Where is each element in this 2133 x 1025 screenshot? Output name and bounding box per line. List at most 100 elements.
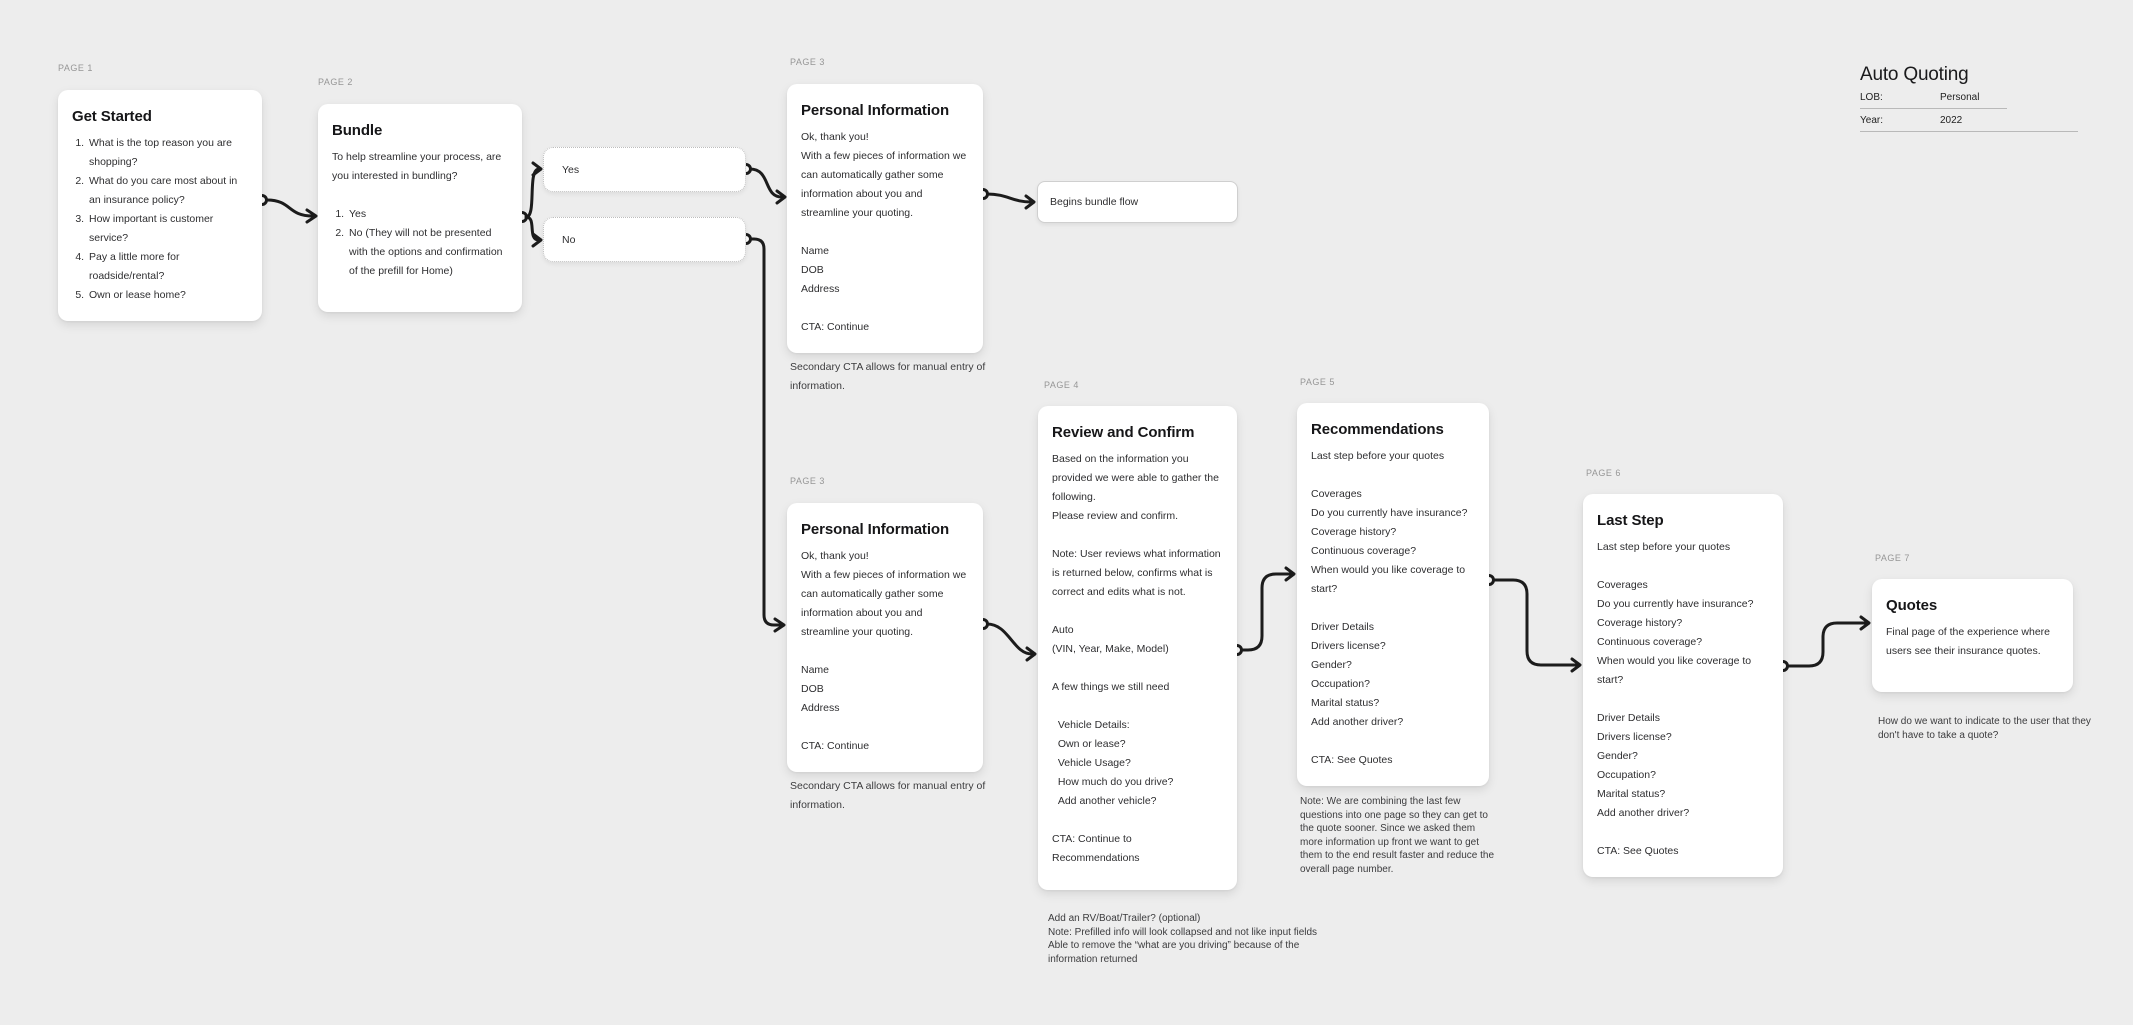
text-line: Add another driver?	[1597, 807, 1690, 819]
card-body: Based on the information you provided we…	[1052, 450, 1223, 868]
page-label-2: PAGE 2	[318, 77, 353, 87]
text-line: DOB	[801, 264, 824, 276]
year-value: 2022	[1940, 115, 1963, 126]
card-quotes[interactable]: Quotes Final page of the experience wher…	[1872, 579, 2073, 692]
connector-recommendations-to-last-step[interactable]	[1483, 574, 1582, 673]
text-line: Vehicle Details:	[1052, 719, 1130, 731]
card-recommendations[interactable]: Recommendations Last step before your qu…	[1297, 403, 1489, 786]
text-line: Note: Prefilled info will look collapsed…	[1048, 926, 1318, 938]
card-last-step[interactable]: Last Step Last step before your quotes C…	[1583, 494, 1783, 877]
connector-bundle-to-no[interactable]	[524, 215, 543, 248]
text-line: Add another driver?	[1311, 716, 1404, 728]
text-line: DOB	[801, 683, 824, 695]
text-line: With a few pieces of information we can …	[801, 150, 970, 219]
text-line: No (They will not be presented with the …	[347, 224, 508, 281]
text-line: Continuous coverage?	[1597, 636, 1703, 648]
card-review-and-confirm[interactable]: Review and Confirm Based on the informat…	[1038, 406, 1237, 890]
text-line: Own or lease?	[1052, 738, 1126, 750]
text-line: A few things we still need	[1052, 681, 1170, 693]
text-line: Vehicle Usage?	[1052, 757, 1131, 769]
card-personal-information-2[interactable]: Personal Information Ok, thank you!With …	[787, 503, 983, 772]
option-box-no[interactable]: No	[543, 217, 746, 262]
card-title: Bundle	[332, 122, 383, 139]
text-line: Address	[801, 283, 840, 295]
text-line	[1052, 659, 1223, 678]
text-line: Occupation?	[1597, 769, 1656, 781]
card-title: Last Step	[1597, 512, 1664, 529]
text-line: Last step before your quotes	[1597, 541, 1731, 553]
text-line	[801, 223, 969, 242]
text-line: Continuous coverage?	[1311, 545, 1417, 557]
text-line: Marital status?	[1311, 697, 1380, 709]
connector-no-to-personal-info-bottom[interactable]	[740, 233, 786, 633]
page-label-6: PAGE 6	[1586, 468, 1621, 478]
text-line	[1597, 557, 1769, 576]
text-line: Last step before your quotes	[1311, 450, 1445, 462]
page-label-1: PAGE 1	[58, 63, 93, 73]
text-line: What do you care most about in an insura…	[87, 172, 248, 210]
connector-review-to-recommendations[interactable]	[1231, 566, 1296, 656]
divider	[1860, 108, 2007, 109]
text-line: Do you currently have insurance?	[1597, 598, 1754, 610]
title-row-year: Year: 2022	[1860, 109, 2078, 131]
flow-box-begins-bundle[interactable]: Begins bundle flow	[1037, 181, 1238, 223]
page-label-3b: PAGE 3	[790, 476, 825, 486]
option-label: Yes	[562, 163, 580, 176]
text-line: How important is customer service?	[87, 210, 248, 248]
text-line: Do you currently have insurance?	[1311, 507, 1468, 519]
connector-get-started-to-bundle[interactable]	[256, 194, 318, 224]
title-block[interactable]: Auto Quoting LOB: Personal Year: 2022	[1860, 64, 2078, 132]
text-line: Drivers license?	[1597, 731, 1672, 743]
text-line: Based on the information you provided we…	[1052, 453, 1222, 503]
card-title: Personal Information	[801, 102, 950, 119]
card-bundle[interactable]: Bundle To help streamline your process, …	[318, 104, 522, 312]
option-label: No	[562, 233, 576, 246]
text-line: Yes	[347, 205, 508, 224]
card-personal-information[interactable]: Personal Information Ok, thank you!With …	[787, 84, 983, 353]
text-line	[801, 299, 969, 318]
text-line	[1597, 823, 1769, 842]
text-line: Name	[801, 664, 830, 676]
annotation-quotes-note: How do we want to indicate to the user t…	[1878, 716, 2091, 741]
diagram-title: Auto Quoting	[1860, 64, 1969, 85]
card-body: Ok, thank you!With a few pieces of infor…	[801, 128, 969, 337]
connector-personal-info-to-review[interactable]	[977, 618, 1037, 662]
text-line: Note: User reviews what information is r…	[1052, 548, 1224, 598]
text-line: When would you like coverage to start?	[1311, 564, 1469, 595]
text-line: Add an RV/Boat/Trailer? (optional)	[1048, 913, 1201, 924]
annotation-recommendations-note: Note: We are combining the last few ques…	[1300, 796, 1495, 875]
text-line: Pay a little more for roadside/rental?	[87, 248, 248, 286]
title-row-lob: LOB: Personal	[1860, 86, 2078, 108]
text-line: Able to remove the “what are you driving…	[1048, 940, 1303, 965]
lob-label: LOB:	[1860, 92, 1883, 103]
text-line: How much do you drive?	[1052, 776, 1174, 788]
text-line: Own or lease home?	[87, 286, 248, 305]
text-line: Coverages	[1597, 579, 1648, 591]
card-get-started[interactable]: Get Started What is the top reason you a…	[58, 90, 262, 321]
connector-last-step-to-quotes[interactable]	[1777, 615, 1871, 672]
option-box-yes[interactable]: Yes	[543, 147, 746, 192]
page-label-7: PAGE 7	[1875, 553, 1910, 563]
text-line: (VIN, Year, Make, Model)	[1052, 643, 1169, 655]
connector-yes-to-personal-info[interactable]	[740, 163, 787, 205]
text-line: What is the top reason you are shopping?	[87, 134, 248, 172]
text-line: Auto	[1052, 624, 1074, 636]
card-body: Final page of the experience where users…	[1886, 623, 2059, 661]
text-line: Driver Details	[1311, 621, 1375, 633]
text-line: CTA: Continue to	[1052, 833, 1132, 845]
text-line: Address	[801, 702, 840, 714]
text-line	[1052, 697, 1223, 716]
annotation-secondary-cta-2: Secondary CTA allows for manual entry of…	[790, 780, 986, 811]
card-title: Quotes	[1886, 597, 1938, 614]
connector-personal-info-to-bundle-flow[interactable]	[977, 188, 1036, 210]
text-line: Add another vehicle?	[1052, 795, 1157, 807]
text-line: Driver Details	[1597, 712, 1661, 724]
text-line: Coverage history?	[1311, 526, 1397, 538]
text-line: Gender?	[1597, 750, 1638, 762]
page-label-4: PAGE 4	[1044, 380, 1079, 390]
